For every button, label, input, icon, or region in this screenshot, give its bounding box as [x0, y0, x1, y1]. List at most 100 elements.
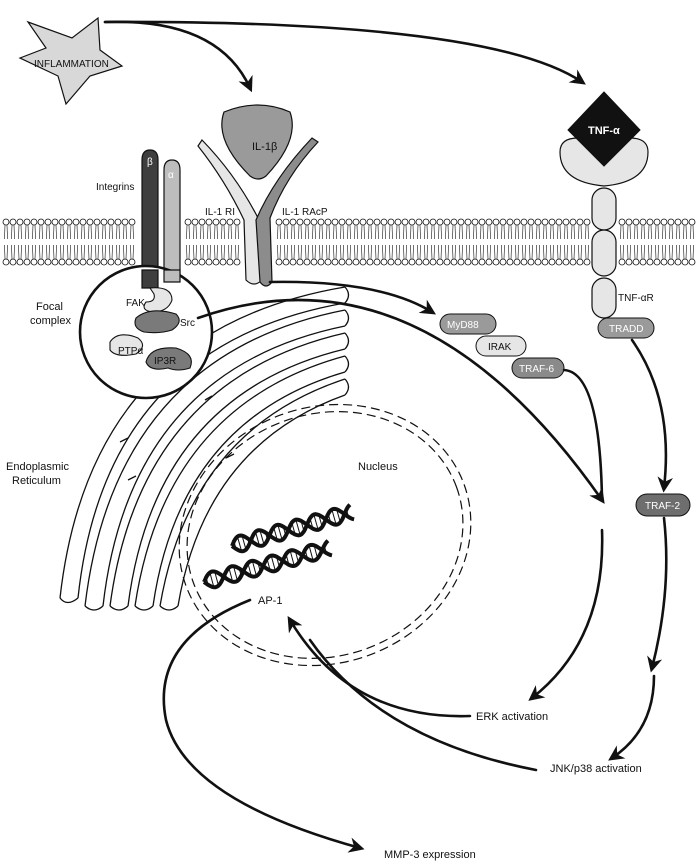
dna-helix	[202, 503, 355, 590]
dna-base-pair	[270, 555, 276, 572]
dna-base-pair	[295, 519, 301, 536]
lipid-head	[296, 218, 304, 226]
il1-beta-label: IL-1β	[252, 141, 277, 153]
dna-base-pair	[259, 530, 265, 545]
lipid-head	[219, 218, 227, 226]
lipid-tail	[480, 224, 484, 240]
lipid-head	[303, 218, 311, 226]
ptp-alpha-protein	[109, 334, 144, 356]
lipid-tail	[543, 224, 547, 240]
lipid-head	[639, 258, 647, 266]
lipid-head	[674, 218, 682, 226]
focal-complex-label-line2: complex	[30, 315, 71, 327]
lipid-tail	[326, 224, 330, 240]
il1-beta-ligand	[221, 104, 293, 180]
lipid-tail	[368, 244, 372, 260]
lipid-tail	[228, 244, 232, 260]
lipid-head	[492, 218, 500, 226]
traf6-label: TRAF-6	[519, 364, 554, 375]
lipid-tail	[564, 244, 568, 260]
integrins	[141, 149, 181, 289]
ip3r-protein	[145, 347, 192, 371]
lipid-head	[79, 218, 87, 226]
lipid-tail	[508, 244, 512, 260]
lipid-tail	[25, 224, 29, 240]
lipid-tail	[396, 244, 400, 260]
lipid-head	[639, 218, 647, 226]
lipid-head	[100, 218, 108, 226]
lipid-tail	[487, 244, 491, 260]
lipid-head	[422, 258, 430, 266]
lipid-tail	[529, 244, 533, 260]
lipid-head	[289, 218, 297, 226]
lipid-tail	[473, 244, 477, 260]
il1-ri-receptor	[197, 139, 263, 285]
lipid-tail	[389, 224, 393, 240]
lipid-head	[72, 218, 80, 226]
lipid-tail	[494, 244, 498, 260]
lipid-tail	[669, 224, 673, 240]
lipid-head	[548, 258, 556, 266]
lipid-head	[359, 218, 367, 226]
lipid-head	[86, 218, 94, 226]
dna-base-pair	[209, 572, 215, 588]
lipid-head	[128, 258, 136, 266]
lipid-head	[51, 258, 59, 266]
lipid-head	[478, 218, 486, 226]
lipid-tail	[319, 244, 323, 260]
lipid-tail	[676, 224, 680, 240]
dna-base-pair	[288, 528, 290, 531]
dna-strand	[230, 506, 355, 554]
lipid-tail	[200, 224, 204, 240]
lipid-head	[226, 258, 234, 266]
dna-base-pair	[257, 562, 261, 572]
lipid-tail	[116, 244, 120, 260]
lipid-tail	[389, 244, 393, 260]
lipid-tail	[557, 224, 561, 240]
tnf-alpha-r-label: TNF-αR	[618, 293, 654, 304]
il1-racp-label: IL-1 RAcP	[282, 207, 328, 218]
lipid-head	[429, 258, 437, 266]
lipid-tail	[81, 224, 85, 240]
dna-strand	[202, 539, 330, 584]
arrow-tradd-to-traf2	[630, 338, 673, 493]
lipid-tail	[690, 244, 694, 260]
lipid-head	[506, 258, 514, 266]
endoplasmic-reticulum	[59, 286, 350, 611]
lipid-head	[520, 258, 528, 266]
lipid-tail	[207, 224, 211, 240]
lipid-tail	[571, 224, 575, 240]
lipid-head	[114, 218, 122, 226]
lipid-head	[310, 258, 318, 266]
lipid-tail	[662, 224, 666, 240]
lipid-head	[520, 218, 528, 226]
dna-base-pair	[291, 522, 296, 535]
lipid-head	[191, 258, 199, 266]
lipid-head	[114, 258, 122, 266]
lipid-tail	[277, 244, 281, 260]
lipid-tail	[186, 244, 190, 260]
dna-base-pair	[228, 567, 234, 582]
lipid-tail	[88, 224, 92, 240]
il1-receptor-complex	[197, 104, 319, 287]
lipid-tail	[690, 224, 694, 240]
lipid-tail	[529, 224, 533, 240]
lipid-head	[632, 218, 640, 226]
lipid-head	[408, 218, 416, 226]
lipid-tail	[508, 224, 512, 240]
arrow-traf6-to-erk	[562, 368, 604, 502]
lipid-tail	[214, 224, 218, 240]
dna-base-pair	[300, 554, 303, 557]
lipid-tail	[634, 224, 638, 240]
lipid-tail	[585, 244, 589, 260]
lipid-head	[2, 258, 10, 266]
lipid-tail	[536, 244, 540, 260]
lipid-head	[303, 258, 311, 266]
lipid-tail	[193, 224, 197, 240]
lipid-head	[583, 258, 591, 266]
dna-strand	[230, 503, 352, 548]
dna-base-pair	[214, 571, 219, 586]
lipid-tail	[459, 244, 463, 260]
lipid-head	[93, 258, 101, 266]
lipid-tail	[312, 224, 316, 240]
